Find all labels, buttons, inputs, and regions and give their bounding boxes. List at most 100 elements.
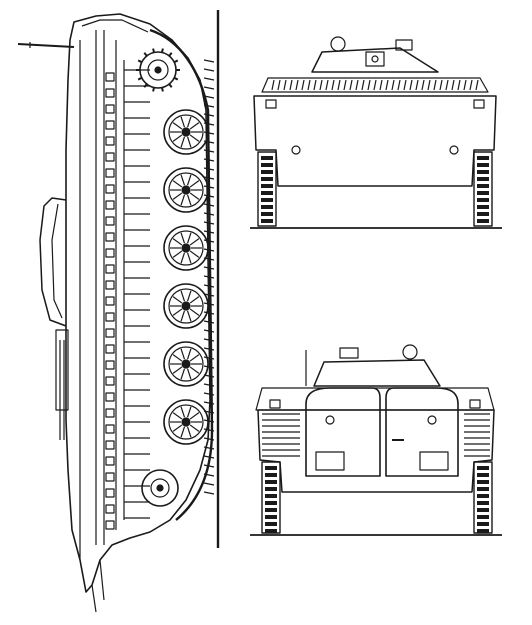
hull-bolt-box [105, 104, 115, 114]
front-track-right [473, 151, 493, 227]
deck-rib [307, 79, 311, 91]
front-searchlight [330, 36, 346, 52]
track-link [203, 302, 215, 306]
deck-rib [409, 79, 413, 91]
track-link [203, 365, 215, 369]
rear-door-hatch-left [315, 451, 345, 471]
deck-rib [451, 79, 455, 91]
deck-rib [391, 79, 395, 91]
track-link [203, 203, 215, 207]
front-turret [311, 47, 439, 73]
side-skirt-ribbing [105, 69, 150, 530]
rear-searchlight [402, 344, 418, 360]
hull-bolt-box [105, 376, 115, 386]
deck-rib [415, 79, 419, 91]
track-link [203, 293, 215, 297]
side-view-drawing [17, 13, 215, 613]
track-link [203, 221, 215, 225]
road-wheel [163, 341, 209, 387]
track-link [203, 176, 215, 180]
track-link [203, 401, 215, 405]
deck-rib [433, 79, 437, 91]
rear-tracks [261, 413, 493, 534]
deck-rib [349, 79, 353, 91]
hull-bolt-box [105, 328, 115, 338]
gun-barrel [17, 43, 75, 48]
deck-rib [361, 79, 365, 91]
track-link [203, 77, 215, 81]
track-link [203, 464, 215, 468]
rear-door-right [385, 387, 459, 477]
hull-bolt-box [105, 504, 115, 514]
deck-rib [475, 79, 479, 91]
track-link [203, 347, 215, 351]
hull-bolt-box [105, 264, 115, 274]
road-wheel [163, 399, 209, 445]
hull-bolt-box [105, 488, 115, 498]
deck-rib [337, 79, 341, 91]
rear-plate-line [91, 559, 105, 613]
front-upper-deck [261, 77, 489, 93]
hull-bolt-box [105, 312, 115, 322]
track-link [203, 149, 215, 153]
hull-bolt-box [105, 520, 115, 530]
deck-rib [463, 79, 467, 91]
rear-track-left [261, 461, 281, 534]
front-hull [253, 95, 497, 187]
hull-bolt-box [105, 72, 115, 82]
turret-inner-line [51, 203, 63, 319]
track-link [203, 473, 215, 477]
hull-bolt-box [105, 344, 115, 354]
deck-rib [379, 79, 383, 91]
track-link [203, 320, 215, 324]
track-link [203, 167, 215, 171]
deck-rib [271, 79, 275, 91]
track-link [203, 212, 215, 216]
front-gun-bore [371, 55, 379, 63]
road-wheel [163, 283, 209, 329]
front-gun-mantlet [365, 51, 385, 67]
deck-rib [385, 79, 389, 91]
track-link [203, 230, 215, 234]
road-wheel [163, 225, 209, 271]
front-tow-hook-right [449, 145, 459, 155]
rear-door-vision-right [427, 415, 437, 425]
track-link [203, 356, 215, 360]
track-link [203, 311, 215, 315]
track-link [203, 194, 215, 198]
track-link [203, 59, 215, 63]
hull-bolt-box [105, 248, 115, 258]
track-link [203, 158, 215, 162]
hull-bolt-box [105, 152, 115, 162]
rear-turret [313, 359, 441, 387]
deck-rib [331, 79, 335, 91]
deck-rib [283, 79, 287, 91]
hull-bolt-box [105, 424, 115, 434]
front-view-drawing [250, 36, 502, 229]
road-wheels [163, 109, 209, 445]
sagger-rail [55, 329, 69, 411]
hull-bolt-box [105, 472, 115, 482]
deck-rib [319, 79, 323, 91]
front-headlight-left [265, 99, 277, 109]
hull-bolt-box [105, 168, 115, 178]
deck-rib [355, 79, 359, 91]
hull-bolt-box [105, 88, 115, 98]
deck-rib [439, 79, 443, 91]
hull-bolt-box [105, 184, 115, 194]
track-link [203, 266, 215, 270]
rear-view-drawing [250, 344, 502, 536]
track-link [203, 455, 215, 459]
rear-sight-box [339, 347, 359, 359]
track-link [203, 419, 215, 423]
track-link [203, 131, 215, 135]
hull-bolt-box [105, 296, 115, 306]
hull-bolt-box [105, 120, 115, 130]
glacis-line [81, 19, 149, 33]
track-belt [149, 28, 214, 521]
hull-bolt-box [105, 200, 115, 210]
front-sight-box [395, 39, 413, 51]
track-link [203, 248, 215, 252]
